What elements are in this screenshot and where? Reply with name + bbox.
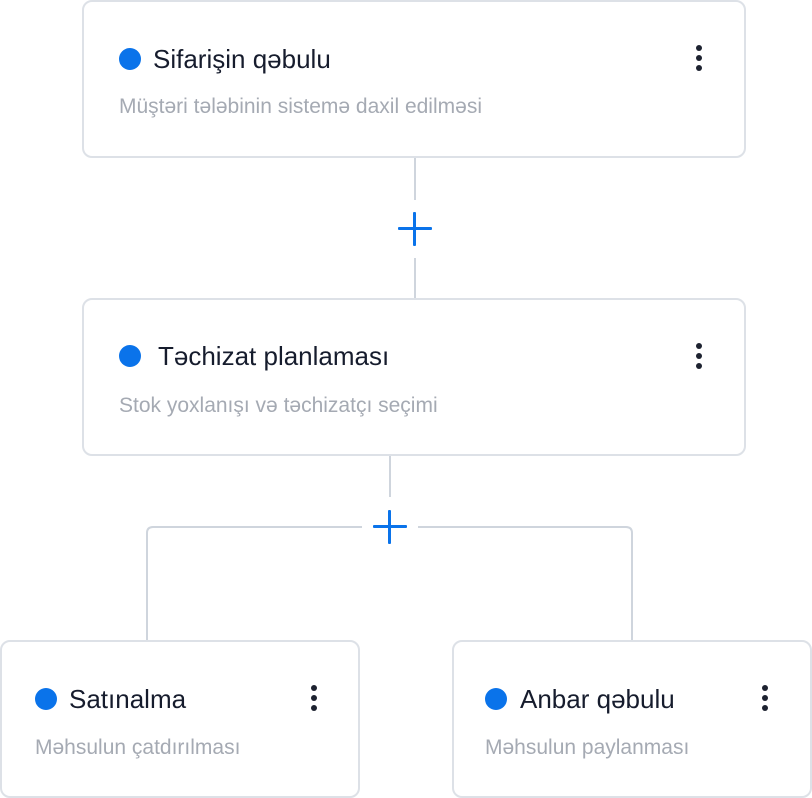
node-title: Satınalma (69, 684, 187, 714)
more-vertical-icon[interactable] (687, 42, 711, 74)
more-vertical-icon[interactable] (687, 340, 711, 372)
connector-branch-left (146, 526, 362, 641)
node-description: Stok yoxlanışı və təchizatçı seçimi (119, 394, 438, 417)
status-dot-icon (119, 48, 141, 70)
process-node-warehouse-receipt[interactable]: Anbar qəbulu Məhsulun paylanması (452, 640, 812, 798)
node-title: Təchizat planlaması (158, 341, 390, 371)
status-dot-icon (485, 688, 507, 710)
node-description: Müştəri tələbinin sistemə daxil edilməsi (119, 95, 482, 118)
process-node-order-intake[interactable]: Sifarişin qəbulu Müştəri tələbinin siste… (82, 0, 746, 158)
more-vertical-icon[interactable] (753, 682, 777, 714)
process-node-purchasing[interactable]: Satınalma Məhsulun çatdırılması (0, 640, 360, 798)
add-branch-plus-icon[interactable] (370, 507, 410, 547)
connector-branch-right (418, 526, 633, 641)
process-node-supply-planning[interactable]: Təchizat planlaması Stok yoxlanışı və tə… (82, 298, 746, 456)
node-title: Anbar qəbulu (520, 684, 675, 714)
node-description: Məhsulun paylanması (485, 736, 690, 759)
add-step-plus-icon[interactable] (395, 209, 435, 249)
more-vertical-icon[interactable] (302, 682, 326, 714)
node-description: Məhsulun çatdırılması (35, 736, 241, 759)
node-title: Sifarişin qəbulu (153, 44, 331, 74)
status-dot-icon (35, 688, 57, 710)
status-dot-icon (119, 345, 141, 367)
